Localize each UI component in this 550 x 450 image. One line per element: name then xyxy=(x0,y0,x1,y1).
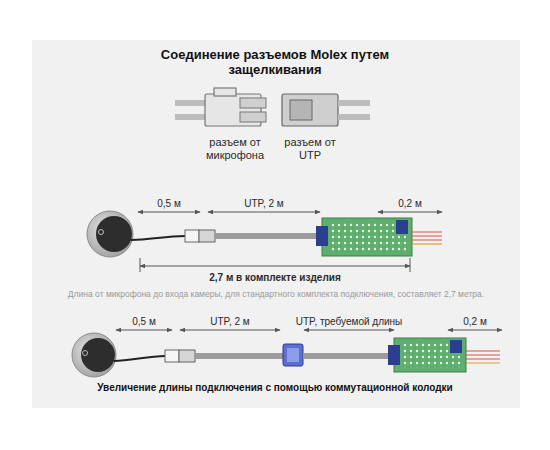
dimension-lines xyxy=(116,330,502,331)
utp-cable xyxy=(303,353,392,359)
dimension-label: 0,5 м xyxy=(104,316,184,328)
dimension-lines xyxy=(138,212,442,272)
camera-board xyxy=(388,338,500,372)
dimension-label: 0,5 м xyxy=(129,198,209,210)
molex-socket xyxy=(199,230,215,242)
dimension-label: 0,2 м xyxy=(435,316,515,328)
dimension-label: 2,7 м в комплекте изделия xyxy=(175,272,375,284)
caption-label: Увеличение длины подключения с помощью к… xyxy=(60,382,490,394)
connector-label: разъем от UTP xyxy=(278,136,342,161)
mic-cable xyxy=(131,236,185,240)
microphone xyxy=(87,211,133,257)
dimension-label: 0,2 м xyxy=(370,198,450,210)
molex-plug xyxy=(165,350,179,362)
dimension-label: UTP, 2 м xyxy=(190,316,270,328)
molex-connectors xyxy=(175,88,370,126)
title: Соединение разъемов Molex путем защелкив… xyxy=(140,48,410,78)
junction-block xyxy=(283,344,303,366)
molex-socket xyxy=(179,350,195,362)
utp-cable xyxy=(195,353,283,359)
molex-plug xyxy=(185,230,199,242)
dimension-label: UTP, требуемой длины xyxy=(289,316,409,328)
camera-board xyxy=(316,218,442,256)
utp-cable xyxy=(215,233,320,239)
microphone xyxy=(72,333,116,377)
panel xyxy=(32,40,520,408)
dimension-label: UTP, 2 м xyxy=(224,198,304,210)
note: Длина от микрофона до входа камеры, для … xyxy=(34,290,518,300)
mic-cable xyxy=(114,356,165,361)
connector-label: разъем от микрофона xyxy=(190,136,280,161)
